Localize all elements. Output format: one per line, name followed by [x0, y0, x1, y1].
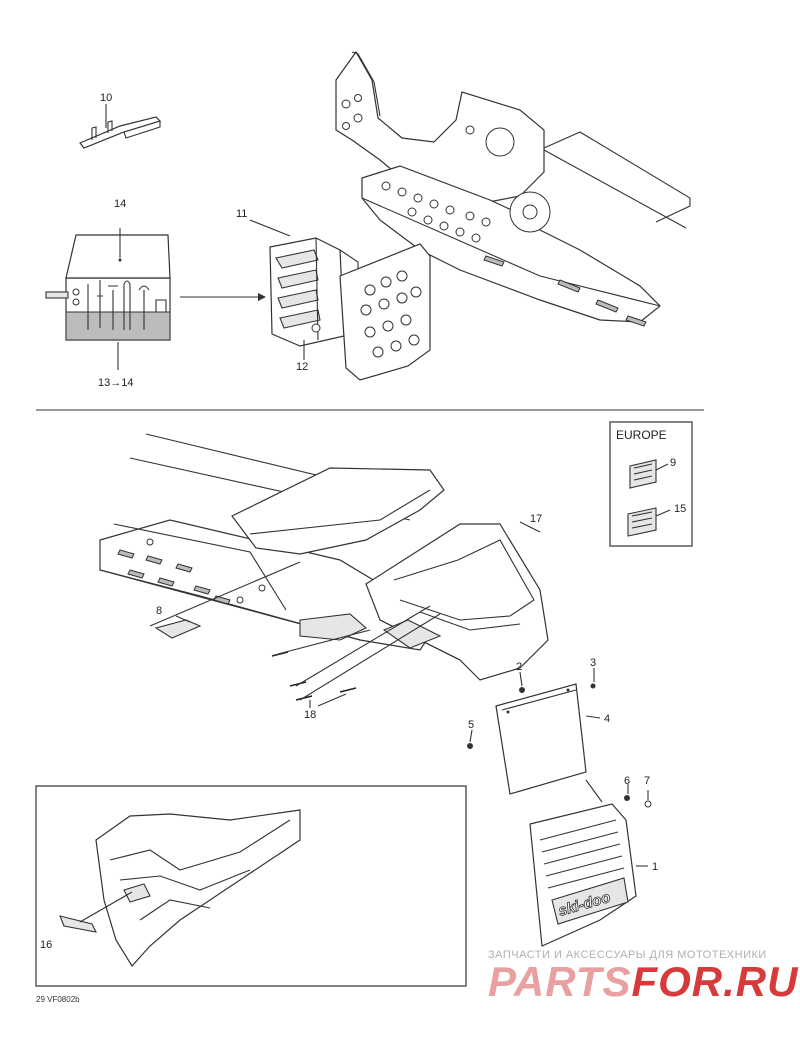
europe-box: EUROPE	[609, 421, 693, 547]
callout-3: 3	[590, 657, 596, 669]
callout-13-14: 13→14	[98, 377, 133, 389]
watermark-brand-right: FOR.RU	[631, 958, 799, 1005]
part-7-washer	[644, 800, 652, 808]
part-6-screw	[624, 795, 630, 801]
callout-14: 14	[114, 198, 126, 210]
part-5-nut	[467, 743, 473, 749]
part-3-screw	[590, 683, 596, 689]
watermark-brand: PARTSFOR.RU	[488, 958, 799, 1005]
part-18-screws	[149, 561, 441, 707]
arrow-to-holder	[180, 293, 266, 301]
chassis-frame-top	[335, 50, 691, 327]
callout-2: 2	[516, 661, 522, 673]
part-1-front-grille: ski-doo	[529, 803, 648, 947]
chassis-frame-bottom	[99, 433, 445, 651]
callout-4: 4	[604, 713, 610, 725]
watermark-tagline: ЗАПЧАСТИ И АКСЕССУАРЫ ДЛЯ МОТОТЕХНИКИ	[488, 949, 767, 961]
callout-16: 16	[40, 939, 52, 951]
callout-5: 5	[468, 719, 474, 731]
watermark: ЗАПЧАСТИ И АКСЕССУАРЫ ДЛЯ МОТОТЕХНИКИ PA…	[488, 949, 799, 1005]
callout-7: 7	[644, 775, 650, 787]
callout-11: 11	[236, 208, 247, 220]
watermark-brand-left: PARTS	[488, 958, 631, 1005]
callout-15: 15	[674, 503, 686, 515]
part-4-backing-plate	[495, 683, 603, 803]
inset-box	[35, 785, 467, 987]
deck-holes	[381, 181, 491, 243]
part-2-nut	[519, 687, 525, 693]
callout-12: 12	[296, 361, 308, 373]
callout-9: 9	[670, 457, 676, 469]
part-17-belly-pan	[365, 523, 549, 681]
europe-label: EUROPE	[616, 428, 667, 442]
part-8-decal	[154, 619, 202, 639]
part-14-tool-kit	[45, 228, 171, 341]
callout-10: 10	[100, 92, 112, 104]
callout-17: 17	[530, 513, 542, 525]
callout-8: 8	[156, 605, 162, 617]
side-panel	[339, 243, 431, 381]
part-10-bracket	[79, 116, 162, 149]
drawing-code: 29 VF0802b	[36, 995, 80, 1004]
callout-6: 6	[624, 775, 630, 787]
callout-1: 1	[652, 861, 658, 873]
callout-18: 18	[304, 709, 316, 721]
callout-numbers: 10 14 13→14 11 12 9 15 17 8 18 2 3 4 5 6…	[40, 92, 686, 951]
leader-lines	[105, 104, 649, 800]
